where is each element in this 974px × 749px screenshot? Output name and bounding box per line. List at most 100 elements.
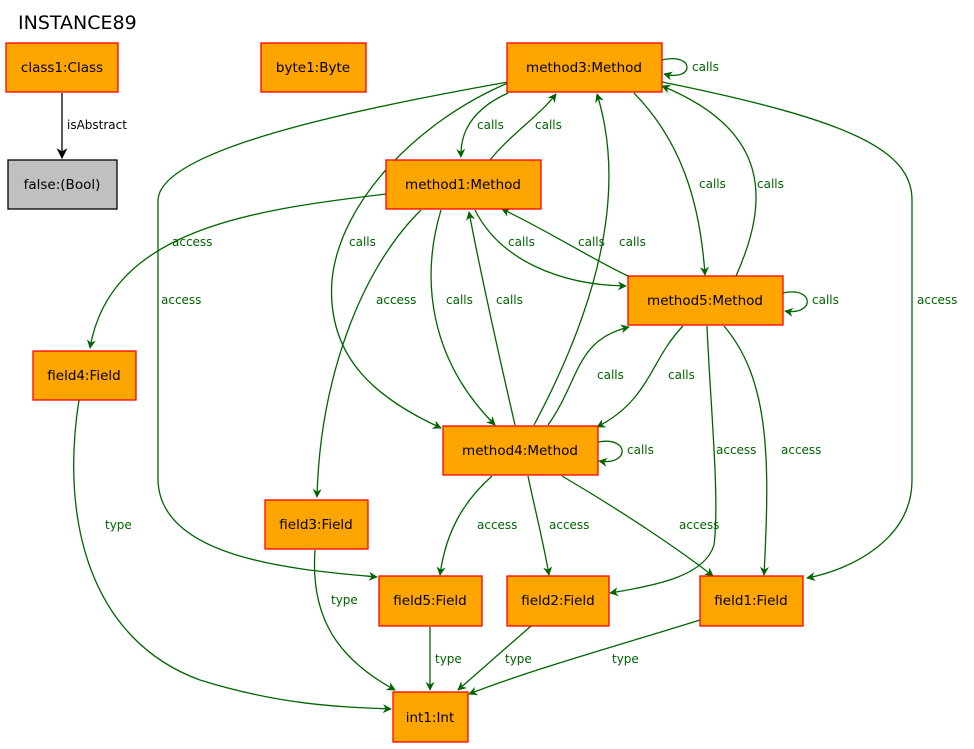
edge-line	[596, 325, 684, 428]
edge-line	[489, 93, 557, 161]
edge-label: access	[161, 293, 201, 307]
edge-method4-field1: access	[561, 475, 719, 577]
edge-method3-method4: calls	[330, 82, 509, 429]
edge-method3-field1: access	[661, 81, 957, 581]
edge-method5-field2: access	[609, 325, 756, 597]
node-method4-label: method4:Method	[462, 443, 578, 459]
edge-label: access	[477, 518, 517, 532]
node-field3[interactable]: field3:Field	[264, 499, 369, 550]
edge-label: access	[716, 443, 756, 457]
edge-label: access	[781, 443, 821, 457]
edge-method5-field1: access	[723, 325, 821, 576]
node-box	[699, 575, 804, 627]
edge-line	[597, 440, 623, 467]
edge-line	[723, 325, 769, 576]
node-method4[interactable]: method4:Method	[442, 425, 599, 476]
edge-line	[561, 475, 714, 577]
edge-label: type	[435, 652, 462, 666]
edge-method1-field3: access	[312, 209, 422, 498]
node-box	[385, 159, 542, 210]
edge-label: calls	[535, 118, 562, 132]
node-false[interactable]: false:(Bool)	[7, 159, 118, 210]
edge-field3-int1: type	[313, 549, 396, 691]
edge-label: access	[172, 235, 212, 249]
node-box	[378, 575, 483, 627]
edge-line	[609, 325, 717, 597]
diagram-title: INSTANCE89	[18, 12, 137, 34]
edge-label: access	[917, 293, 957, 307]
edge-line	[501, 208, 629, 277]
node-box	[260, 42, 367, 93]
node-field3-label: field3:Field	[279, 517, 352, 533]
edge-method5-method3: calls	[661, 84, 784, 277]
edge-label: calls	[692, 60, 719, 74]
edge-line	[527, 475, 553, 576]
edge-line	[547, 324, 630, 426]
edge-line	[468, 619, 701, 696]
edge-label: calls	[597, 368, 624, 382]
edge-line	[436, 475, 493, 576]
node-method5[interactable]: method5:Method	[627, 275, 784, 326]
edge-line	[73, 399, 392, 714]
node-box	[392, 691, 469, 743]
edge-method5-method4: calls	[596, 325, 695, 428]
node-box	[5, 42, 119, 93]
edge-line	[782, 291, 808, 317]
edge-method4-method3: calls	[533, 93, 646, 426]
edge-line	[86, 193, 387, 349]
edge-method3-self: calls	[661, 58, 719, 81]
edge-label: calls	[508, 235, 535, 249]
edge-field1-int1: type	[468, 619, 701, 696]
node-box	[506, 575, 610, 627]
edge-method1-method4: calls	[430, 209, 496, 426]
node-field1-label: field1:Field	[714, 593, 787, 609]
edge-method4-method5: calls	[547, 324, 630, 426]
edge-label: type	[105, 518, 132, 532]
edge-line	[157, 81, 509, 581]
node-box	[506, 42, 663, 93]
node-box	[32, 350, 137, 401]
edge-line	[312, 209, 422, 498]
node-field5[interactable]: field5:Field	[378, 575, 483, 627]
node-class1[interactable]: class1:Class	[5, 42, 119, 93]
edge-method3-method1: calls	[456, 92, 509, 158]
node-field5-label: field5:Field	[393, 593, 466, 609]
node-byte1[interactable]: byte1:Byte	[260, 42, 367, 93]
edge-label: calls	[757, 177, 784, 191]
node-box	[264, 499, 369, 550]
edge-line	[661, 58, 688, 81]
edge-field4-int1: type	[73, 399, 392, 714]
edge-line	[430, 209, 496, 426]
edge-label: calls	[668, 368, 695, 382]
edge-label: access	[679, 518, 719, 532]
node-field4[interactable]: field4:Field	[32, 350, 137, 401]
edge-line	[456, 92, 509, 158]
edge-line	[533, 93, 610, 426]
node-field2[interactable]: field2:Field	[506, 575, 610, 627]
edge-line	[313, 549, 396, 691]
node-field4-label: field4:Field	[47, 368, 120, 384]
edge-label: calls	[812, 293, 839, 307]
edge-line	[330, 82, 509, 429]
edge-label: access	[549, 518, 589, 532]
nodes: class1:Class byte1:Byte false:(Bool) met…	[5, 42, 804, 743]
node-int1[interactable]: int1:Int	[392, 691, 469, 743]
node-method3[interactable]: method3:Method	[506, 42, 663, 93]
edge-line	[466, 211, 516, 426]
edge-line	[457, 625, 532, 691]
edge-line	[661, 84, 757, 277]
edge-method4-method1: calls	[466, 211, 523, 426]
node-method1-label: method1:Method	[405, 177, 521, 193]
edge-label: type	[505, 652, 532, 666]
edge-method4-field2: access	[527, 475, 589, 576]
edge-label: calls	[349, 235, 376, 249]
node-field1[interactable]: field1:Field	[699, 575, 804, 627]
node-method1[interactable]: method1:Method	[385, 159, 542, 210]
edge-label: calls	[477, 118, 504, 132]
edge-line	[661, 81, 913, 581]
edge-method5-method1: calls	[501, 208, 629, 277]
edge-method4-field5: access	[436, 475, 517, 576]
edge-class1-false: isAbstract	[56, 93, 127, 160]
edge-method4-self: calls	[597, 440, 654, 467]
